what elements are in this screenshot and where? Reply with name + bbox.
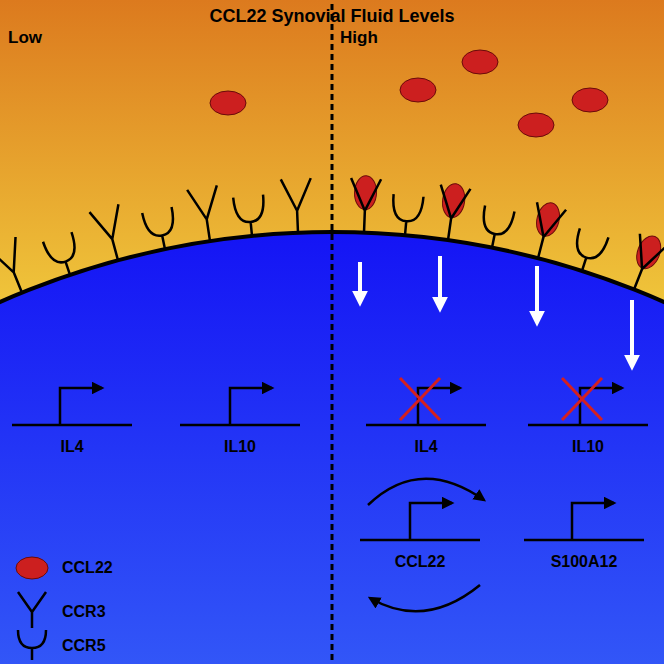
ccr3-sample	[18, 592, 46, 628]
ccr5-receptor	[43, 232, 84, 279]
ccr5-receptor	[233, 195, 267, 238]
repression-cross	[400, 378, 602, 420]
ccl22-ligand	[210, 91, 246, 115]
gene-label: IL10	[572, 438, 604, 456]
ccr5-sample	[18, 630, 46, 660]
ccr3-receptor	[89, 204, 132, 264]
legend-text: CCL22	[62, 559, 113, 577]
ccr3-receptor	[281, 178, 313, 233]
ccr5-receptor	[142, 207, 180, 252]
legend-text: CCR5	[62, 637, 106, 655]
ccr3-receptor	[433, 182, 471, 243]
gene-label: S100A12	[551, 553, 618, 571]
ccl22-ligand	[572, 88, 608, 112]
ccl22-ligand	[462, 50, 498, 74]
gene-glyphs	[12, 388, 648, 611]
ccl22-ligand	[518, 113, 554, 137]
divider-line	[331, 4, 334, 664]
ligand-sample	[16, 557, 48, 579]
signal-arrow	[630, 300, 634, 366]
condition-label: High	[340, 28, 378, 48]
ccr5-receptor	[568, 228, 609, 275]
signal-arrow	[535, 266, 539, 322]
gene-label: IL10	[224, 438, 256, 456]
signal-arrow	[438, 256, 442, 308]
legend-text: CCR3	[62, 603, 106, 621]
figure-title: CCL22 Synovial Fluid Levels	[209, 6, 454, 27]
ccr3-receptor	[523, 199, 566, 262]
ccl22-ligand	[400, 78, 436, 102]
ligand-group	[210, 50, 608, 137]
ccr3-receptor	[0, 237, 36, 298]
ccr5-receptor	[477, 206, 514, 251]
ccr3-receptor	[349, 175, 381, 233]
gene-label: IL4	[60, 438, 83, 456]
ccr3-receptor	[620, 231, 664, 295]
ccr5-receptor	[390, 194, 423, 237]
legend-samples	[16, 557, 48, 660]
condition-label: Low	[8, 28, 42, 48]
gene-label: CCL22	[395, 553, 446, 571]
ccr3-receptor	[187, 185, 225, 243]
gene-label: IL4	[414, 438, 437, 456]
signal-arrow	[358, 262, 362, 302]
signal-arrows	[360, 256, 632, 366]
